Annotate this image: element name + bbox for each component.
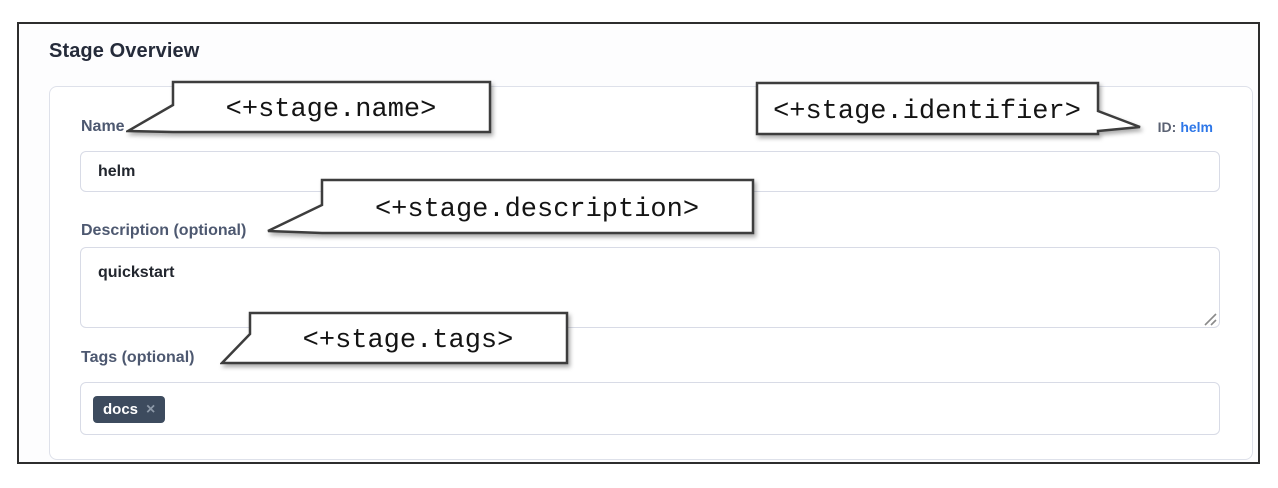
stage-id-row: ID:helm — [1158, 119, 1213, 135]
name-label: Name — [81, 118, 125, 135]
description-label: Description (optional) — [81, 222, 247, 239]
name-input[interactable] — [80, 151, 1220, 192]
tag-remove-icon[interactable]: × — [146, 400, 156, 418]
tag-chip[interactable]: docs × — [93, 396, 166, 423]
id-value-link[interactable]: helm — [1180, 119, 1213, 135]
tags-label: Tags (optional) — [81, 349, 195, 366]
page-title: Stage Overview — [49, 40, 200, 62]
tags-input[interactable]: docs × — [80, 382, 1220, 435]
tag-chip-label: docs — [103, 401, 139, 418]
id-label: ID: — [1157, 119, 1177, 135]
description-textarea[interactable]: quickstart — [80, 247, 1220, 328]
screenshot-frame: Stage Overview Name ID:helm Description … — [17, 22, 1260, 464]
textarea-resize-handle-icon[interactable] — [1201, 310, 1219, 328]
